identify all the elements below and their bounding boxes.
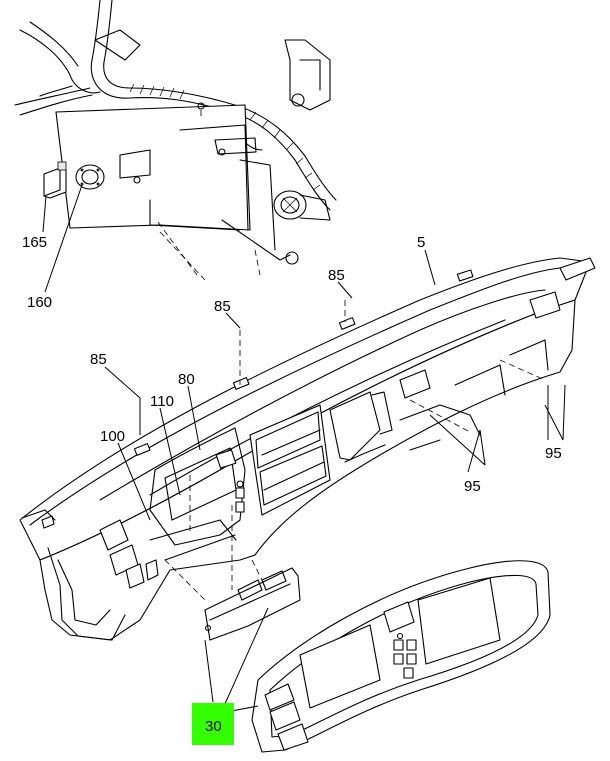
upper-bracket [55,39,331,265]
callout-5: 5 [417,234,425,251]
lower-bezel-piece [204,567,301,641]
callout-165: 165 [22,234,47,251]
connector-plug [273,190,331,221]
callout-95-right: 95 [545,445,562,462]
callout-85-middle: 85 [214,298,231,315]
highlighted-callout-30[interactable]: 30 [192,703,234,745]
switch-160 [75,164,105,190]
callout-85-left: 85 [90,351,107,368]
instrument-cluster-bezel [251,560,551,753]
callout-100: 100 [100,428,125,445]
assembly-lines-upper [157,110,261,281]
callout-30[interactable]: 30 [205,718,222,735]
callout-85-right: 85 [328,267,345,284]
callout-30-highlight-box[interactable] [192,703,234,745]
callout-160: 160 [27,294,52,311]
leader-lines [42,184,566,713]
assembly-lines-lower [164,300,546,601]
callout-110: 110 [150,393,174,410]
instrument-panel-5 [19,257,596,641]
callout-95-center: 95 [464,478,481,495]
callout-labels: 165 160 5 85 85 85 80 110 100 95 95 [22,234,562,495]
connector-165 [43,161,67,199]
callout-80: 80 [178,371,195,388]
